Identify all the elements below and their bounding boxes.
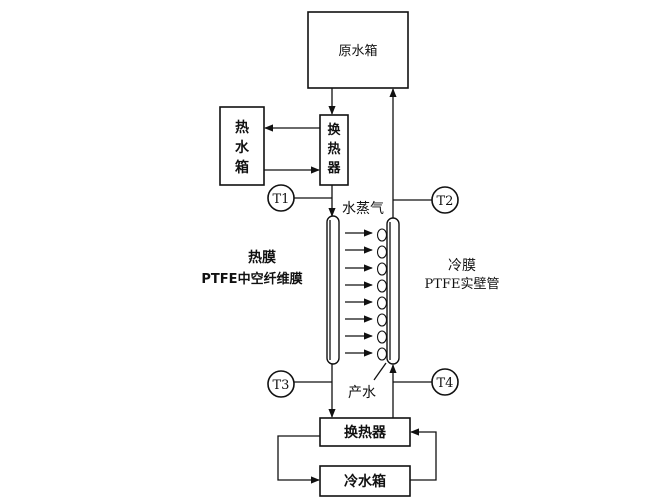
hot-water-tank-char-3: 箱 xyxy=(235,159,249,176)
sensor-t1: T1 xyxy=(267,184,332,212)
steam-label: 水蒸气 xyxy=(342,201,384,217)
bottom-heat-exchanger: 换热器 xyxy=(319,417,411,447)
hot-membrane-tube xyxy=(326,215,340,365)
product-water-label: 产水 xyxy=(348,385,376,401)
hot-membrane-description: PTFE中空纤维膜 xyxy=(201,271,302,287)
sensor-t2-label: T2 xyxy=(437,194,454,209)
top-exchanger-char-2: 热 xyxy=(327,141,340,157)
hot-water-tank-char-2: 水 xyxy=(235,139,250,156)
raw-water-tank-label: 原水箱 xyxy=(338,43,377,59)
sensor-t1-label: T1 xyxy=(273,192,290,207)
sensor-t2: T2 xyxy=(393,186,459,214)
top-exchanger-char-1: 换 xyxy=(327,122,341,138)
sensor-t3-label: T3 xyxy=(273,378,290,393)
product-water-leader xyxy=(373,362,387,381)
sensor-t4-label: T4 xyxy=(437,376,454,391)
condensate-droplets xyxy=(376,228,388,361)
cold-water-tank: 冷水箱 xyxy=(319,465,411,497)
hot-water-tank: 热 水 箱 xyxy=(219,106,265,186)
flow-cold-tank-to-exchanger xyxy=(410,428,437,481)
cold-water-tank-label: 冷水箱 xyxy=(344,473,386,490)
flow-exchanger-to-cold-tank xyxy=(277,435,320,484)
cold-membrane-description: PTFE实壁管 xyxy=(425,277,500,292)
top-heat-exchanger: 换 热 器 xyxy=(319,114,349,186)
sensor-t3: T3 xyxy=(267,370,332,398)
bottom-exchanger-label: 换热器 xyxy=(344,424,387,441)
top-exchanger-char-3: 器 xyxy=(326,161,341,176)
vapor-arrows xyxy=(345,229,373,357)
cold-membrane-title: 冷膜 xyxy=(448,258,476,274)
cold-membrane-tube xyxy=(386,217,400,365)
hot-water-tank-char-1: 热 xyxy=(235,119,249,136)
hot-membrane-title: 热膜 xyxy=(248,249,276,266)
raw-water-tank: 原水箱 xyxy=(307,11,409,89)
sensor-t4: T4 xyxy=(393,368,459,396)
